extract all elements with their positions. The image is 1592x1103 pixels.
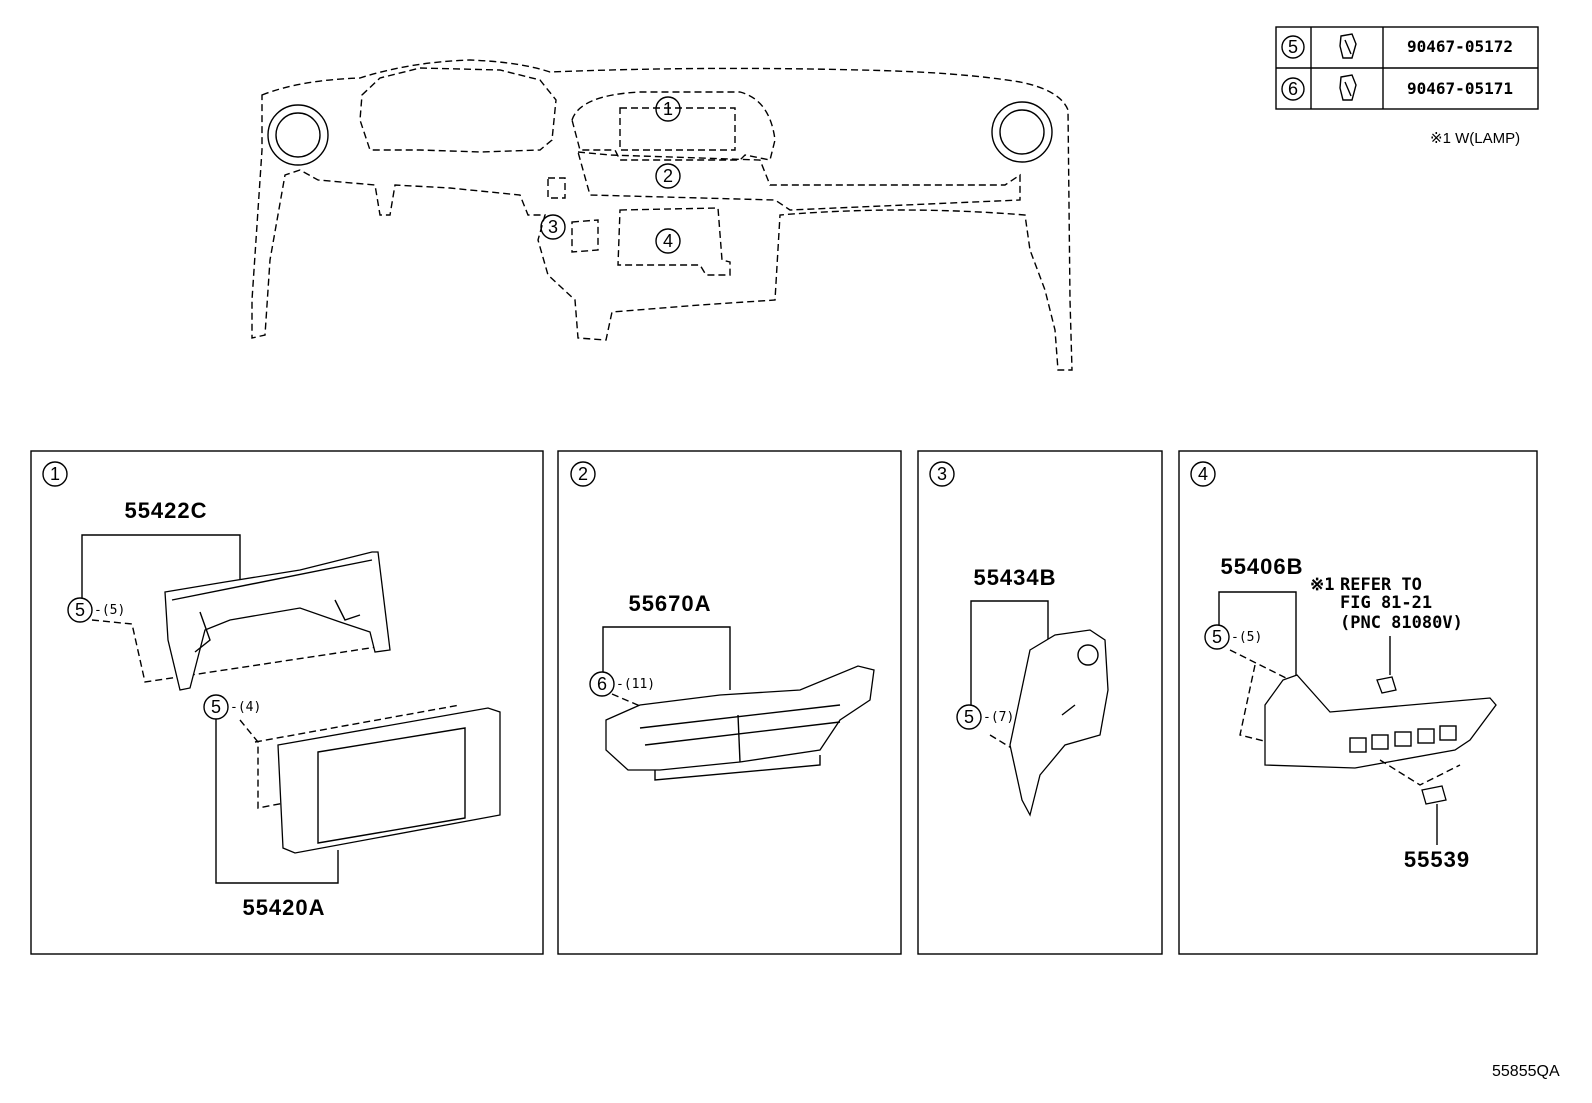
- fastener-qty: -(4): [230, 700, 261, 715]
- svg-text:5: 5: [75, 600, 85, 620]
- svg-text:REFER TO: REFER TO: [1340, 575, 1422, 595]
- svg-text:5: 5: [1288, 37, 1298, 57]
- svg-text:2: 2: [663, 166, 673, 186]
- legend-row-6[interactable]: 6 90467-05171: [1281, 74, 1513, 101]
- part-number-55670A[interactable]: 55670A: [628, 591, 711, 616]
- dashboard-overview: [251, 59, 1073, 371]
- part-55434B-illustration: [1009, 629, 1109, 817]
- overview-callout-2[interactable]: 2: [655, 163, 681, 189]
- part-number-55420A[interactable]: 55420A: [242, 895, 325, 920]
- overview-callout-4[interactable]: 4: [655, 228, 681, 254]
- svg-text:3: 3: [937, 464, 947, 484]
- detail-panel-3: 3: [917, 450, 1163, 955]
- detail-panel-2: 2: [557, 450, 902, 955]
- legend-note: ※1 W(LAMP): [1430, 130, 1520, 147]
- fastener-callout[interactable]: 6: [589, 671, 615, 697]
- part-55670A-illustration: [605, 665, 875, 781]
- fastener-callout[interactable]: 5: [203, 694, 229, 720]
- svg-text:5: 5: [1212, 627, 1222, 647]
- svg-text:3: 3: [548, 217, 558, 237]
- svg-text:1: 1: [663, 99, 673, 119]
- fastener-qty: -(11): [616, 677, 655, 692]
- part-55422C-illustration: [164, 551, 391, 691]
- svg-text:※1: ※1: [1310, 575, 1334, 595]
- svg-text:5: 5: [211, 697, 221, 717]
- part-55420A-illustration: [277, 707, 501, 854]
- reference-note: ※1 REFER TO FIG 81-21 (PNC 81080V): [1310, 575, 1463, 633]
- legend-row-5[interactable]: 5 90467-05172: [1281, 33, 1513, 59]
- fastener-callout[interactable]: 5: [1204, 624, 1230, 650]
- clip-icon: [1339, 74, 1357, 101]
- svg-text:(PNC 81080V): (PNC 81080V): [1340, 613, 1463, 633]
- svg-text:6: 6: [1288, 79, 1298, 99]
- lamp-switch-illustration: [1376, 676, 1397, 694]
- detail-panel-1: 1: [30, 450, 544, 955]
- overview-callout-3[interactable]: 3: [540, 214, 566, 240]
- part-number-55422C[interactable]: 55422C: [124, 498, 207, 523]
- svg-text:90467-05171: 90467-05171: [1407, 79, 1513, 98]
- svg-text:2: 2: [578, 464, 588, 484]
- fastener-qty: -(5): [1231, 630, 1262, 645]
- svg-text:4: 4: [1198, 464, 1208, 484]
- fastener-callout[interactable]: 5: [956, 704, 982, 730]
- part-number-55539[interactable]: 55539: [1404, 847, 1470, 872]
- svg-text:6: 6: [597, 674, 607, 694]
- diagram-code: 55855QA: [1492, 1063, 1560, 1080]
- overview-callout-1[interactable]: 1: [655, 96, 681, 122]
- part-55406B-illustration: [1264, 674, 1497, 769]
- svg-text:FIG 81-21: FIG 81-21: [1340, 593, 1432, 613]
- svg-text:5: 5: [964, 707, 974, 727]
- svg-text:1: 1: [50, 464, 60, 484]
- svg-text:90467-05172: 90467-05172: [1407, 37, 1513, 56]
- fastener-qty: -(7): [983, 710, 1014, 725]
- switch-blank-illustration: [1421, 785, 1447, 805]
- detail-panel-4: 4: [1178, 450, 1538, 955]
- clip-icon: [1339, 33, 1357, 59]
- fastener-legend-table: [1275, 26, 1539, 110]
- fastener-qty: -(5): [94, 603, 125, 618]
- part-number-55406B[interactable]: 55406B: [1220, 554, 1303, 579]
- svg-text:4: 4: [663, 231, 673, 251]
- fastener-callout[interactable]: 5: [67, 597, 93, 623]
- part-number-55434B[interactable]: 55434B: [973, 565, 1056, 590]
